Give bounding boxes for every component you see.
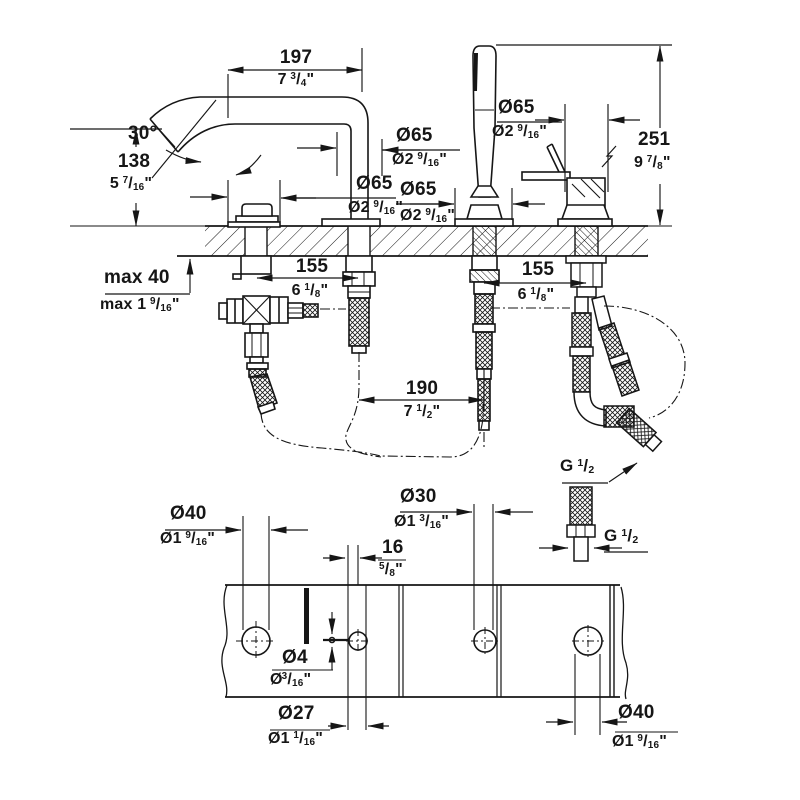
deck-cross-section bbox=[70, 225, 672, 257]
dim-hole40-left-mm: Ø40 bbox=[170, 503, 207, 524]
dim-thread-2: G 1/2 bbox=[604, 526, 639, 547]
dim-hole27-mm: Ø27 bbox=[278, 703, 315, 724]
dim-deck-max-mm: max 40 bbox=[104, 267, 170, 288]
volume-handle-and-valve bbox=[218, 203, 319, 416]
dim-spout-height-mm: 138 bbox=[117, 151, 151, 172]
dim-spacing-right-in: 6 1/8" bbox=[517, 286, 555, 304]
dimension-lines bbox=[70, 44, 672, 553]
dim-pin-offset-mm: 16 bbox=[382, 537, 404, 558]
dim-spacing-left-mm: 155 bbox=[295, 256, 329, 277]
dim-spacing-right-mm: 155 bbox=[521, 259, 555, 280]
dim-escutcheon-2-in: Ø2 9/16" bbox=[392, 151, 447, 169]
dim-hole30-mm: Ø30 bbox=[400, 486, 437, 507]
dim-hole30-in: Ø1 3/16" bbox=[394, 513, 449, 531]
dim-hole40-left-in: Ø1 9/16" bbox=[160, 530, 215, 548]
dim-hole40-right-mm: Ø40 bbox=[618, 702, 655, 723]
supply-hoses bbox=[565, 255, 663, 562]
dim-spout-angle: 30° bbox=[128, 123, 158, 144]
dim-hole27-in: Ø1 1/16" bbox=[268, 730, 323, 748]
dim-shower-height-in: 9 7/8" bbox=[634, 154, 671, 172]
mounting-template bbox=[165, 504, 678, 735]
dim-spout-reach-in: 7 3/4" bbox=[277, 71, 315, 89]
dim-spacing-left-in: 6 1/8" bbox=[291, 282, 329, 300]
dim-escutcheon-3-mm: Ø65 bbox=[400, 179, 437, 200]
dim-spread-in: 7 1/2" bbox=[403, 403, 441, 421]
dim-escutcheon-1-mm: Ø65 bbox=[356, 173, 393, 194]
dim-shower-height-mm: 251 bbox=[638, 129, 671, 150]
dim-hole40-right-in: Ø1 9/16" bbox=[612, 733, 667, 751]
hand-shower bbox=[454, 45, 514, 431]
dim-pin-offset-in: 5/8" bbox=[379, 561, 403, 579]
dim-pin-hole-mm: Ø4 bbox=[282, 647, 308, 668]
dim-thread-1: G 1/2 bbox=[560, 456, 595, 477]
dim-spout-reach-mm: 197 bbox=[279, 47, 313, 68]
dim-spread-mm: 190 bbox=[405, 378, 439, 399]
dim-escutcheon-2-mm: Ø65 bbox=[396, 125, 433, 146]
dim-pin-hole-in: Ø3/16" bbox=[270, 671, 312, 689]
dim-deck-max-in: max 1 9/16" bbox=[100, 296, 180, 314]
dim-escutcheon-4-in: Ø2 9/16" bbox=[492, 123, 547, 141]
dim-spout-height-in: 5 7/16" bbox=[109, 175, 153, 193]
centerlines bbox=[260, 305, 686, 458]
dim-escutcheon-4-mm: Ø65 bbox=[498, 97, 535, 118]
dim-escutcheon-3-in: Ø2 9/16" bbox=[400, 207, 455, 225]
tub-spout bbox=[149, 96, 381, 354]
dim-escutcheon-1-in: Ø2 9/16" bbox=[348, 199, 403, 217]
lever-handle bbox=[521, 143, 617, 227]
